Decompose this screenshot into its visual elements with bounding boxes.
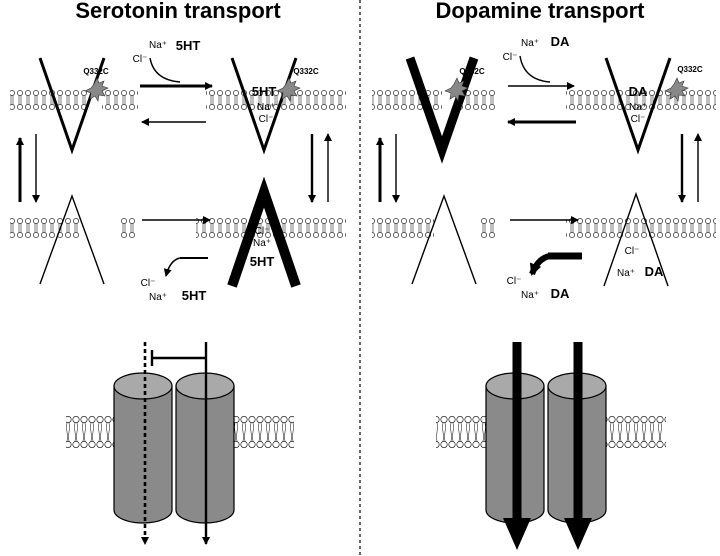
membrane xyxy=(10,218,80,238)
chloride-ion: Cl⁻ xyxy=(259,114,274,125)
release-curve xyxy=(163,257,181,277)
sodium-ion: Na⁺ xyxy=(149,292,167,303)
membrane xyxy=(372,218,434,238)
chloride-ion: Cl⁻ xyxy=(625,246,640,257)
sodium-ion: Na⁺ xyxy=(149,40,167,51)
membrane xyxy=(10,90,88,110)
substrate-label: DA xyxy=(551,34,570,49)
transporter-inward-empty xyxy=(411,193,477,285)
sodium-ion: Na⁺ xyxy=(629,102,647,113)
binding-curve xyxy=(149,57,181,83)
membrane xyxy=(436,416,486,448)
substrate-label: 5HT xyxy=(250,254,275,269)
membrane xyxy=(120,218,136,238)
sodium-ion: Na⁺ xyxy=(521,290,539,301)
flux-arrowhead xyxy=(564,518,592,550)
transporter-loaded xyxy=(604,57,672,155)
chloride-ion: Cl⁻ xyxy=(631,114,646,125)
membrane xyxy=(66,416,116,448)
substrate-label: DA xyxy=(629,84,648,99)
membrane xyxy=(206,90,346,110)
substrate-label: 5HT xyxy=(182,288,207,303)
serotonin-panel: Q332C Q332C 5HT Na⁺ Cl⁻ Na⁺ Cl⁻ 5HT Cl⁻ … xyxy=(10,38,346,545)
sodium-ion: Na⁺ xyxy=(253,238,271,249)
membrane xyxy=(480,218,496,238)
transporter-dimer xyxy=(485,372,607,524)
chloride-ion: Cl⁻ xyxy=(507,276,522,287)
mutation-label: Q332C xyxy=(677,65,703,74)
membrane xyxy=(606,416,666,448)
transporter-inward-loaded xyxy=(227,176,301,288)
chloride-ion: Cl⁻ xyxy=(255,226,270,237)
mutation-star xyxy=(444,77,469,102)
sodium-ion: Na⁺ xyxy=(257,102,275,113)
sodium-ion: Na⁺ xyxy=(521,38,539,49)
transporter-inward-empty xyxy=(39,193,105,285)
substrate-label: 5HT xyxy=(252,84,277,99)
membrane xyxy=(566,218,716,238)
chloride-ion: Cl⁻ xyxy=(141,278,156,289)
mutation-label: Q332C xyxy=(293,67,319,76)
mutation-label: Q332C xyxy=(83,67,109,76)
mutation-label: Q332C xyxy=(459,67,485,76)
substrate-label: DA xyxy=(645,264,664,279)
binding-curve xyxy=(519,55,551,83)
dopamine-panel: Q332C Q332C DA Na⁺ Cl⁻ Na⁺ Cl⁻ DA Cl⁻ Na… xyxy=(372,34,716,550)
flux-arrowhead xyxy=(503,518,531,550)
chloride-ion: Cl⁻ xyxy=(503,52,518,63)
sodium-ion: Na⁺ xyxy=(617,268,635,279)
chloride-ion: Cl⁻ xyxy=(133,54,148,65)
membrane xyxy=(102,90,138,110)
mutation-star xyxy=(276,77,301,102)
release-curve xyxy=(529,253,551,276)
mutation-star xyxy=(84,77,109,102)
title-dopamine: Dopamine transport xyxy=(435,0,645,23)
mutation-star xyxy=(664,77,689,102)
transporter-inward-loaded xyxy=(603,191,669,287)
substrate-label: 5HT xyxy=(176,38,201,53)
title-serotonin: Serotonin transport xyxy=(75,0,281,23)
membrane xyxy=(234,416,294,448)
membrane xyxy=(460,90,496,110)
transporter-dimer xyxy=(113,372,235,524)
substrate-label: DA xyxy=(551,286,570,301)
